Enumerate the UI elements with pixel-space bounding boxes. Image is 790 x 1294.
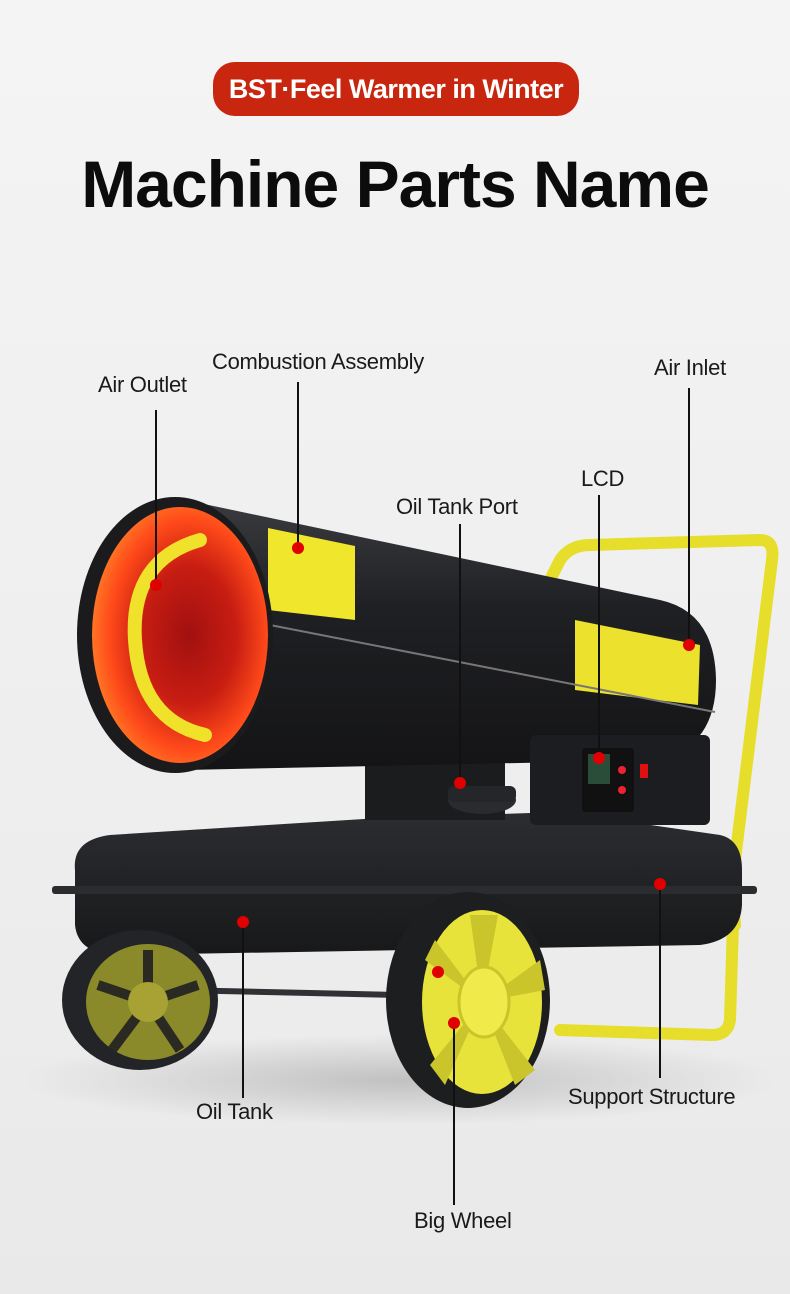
marker-lcd bbox=[593, 752, 605, 764]
marker-big-wheel-1 bbox=[432, 966, 444, 978]
marker-support-structure bbox=[654, 878, 666, 890]
heating-coil bbox=[127, 533, 212, 742]
label-support-structure: Support Structure bbox=[568, 1084, 736, 1109]
control-button bbox=[618, 766, 626, 774]
big-wheel-graphic bbox=[386, 892, 550, 1108]
markers bbox=[150, 542, 695, 1029]
label-oil-tank: Oil Tank bbox=[196, 1099, 273, 1124]
leader-lines bbox=[155, 382, 690, 1205]
small-wheel bbox=[62, 930, 218, 1070]
marker-big-wheel-2 bbox=[448, 1017, 460, 1029]
marker-combustion-assembly bbox=[292, 542, 304, 554]
marker-oil-tank-port bbox=[454, 777, 466, 789]
outlet-fire bbox=[92, 507, 268, 763]
marker-oil-tank bbox=[237, 916, 249, 928]
control-button bbox=[618, 786, 626, 794]
oil-tank-cap-top bbox=[448, 786, 516, 802]
warning-label bbox=[575, 620, 700, 705]
marker-air-inlet bbox=[683, 639, 695, 651]
label-lcd: LCD bbox=[581, 466, 625, 491]
label-oil-tank-port: Oil Tank Port bbox=[396, 494, 518, 519]
marker-air-outlet bbox=[150, 579, 162, 591]
page-title: Machine Parts Name bbox=[81, 147, 710, 221]
warning-label bbox=[268, 528, 355, 620]
barrel-seam bbox=[269, 624, 716, 713]
lcd-screen bbox=[588, 754, 610, 784]
label-air-outlet: Air Outlet bbox=[98, 372, 187, 397]
floor-shadow bbox=[20, 1035, 780, 1125]
label-combustion-assembly: Combustion Assembly bbox=[212, 349, 424, 374]
power-switch bbox=[640, 764, 648, 778]
label-big-wheel: Big Wheel bbox=[414, 1208, 512, 1233]
tank-rim bbox=[52, 886, 757, 894]
header-badge: BST·Feel Warmer in Winter bbox=[213, 62, 579, 116]
label-air-inlet: Air Inlet bbox=[654, 355, 726, 380]
